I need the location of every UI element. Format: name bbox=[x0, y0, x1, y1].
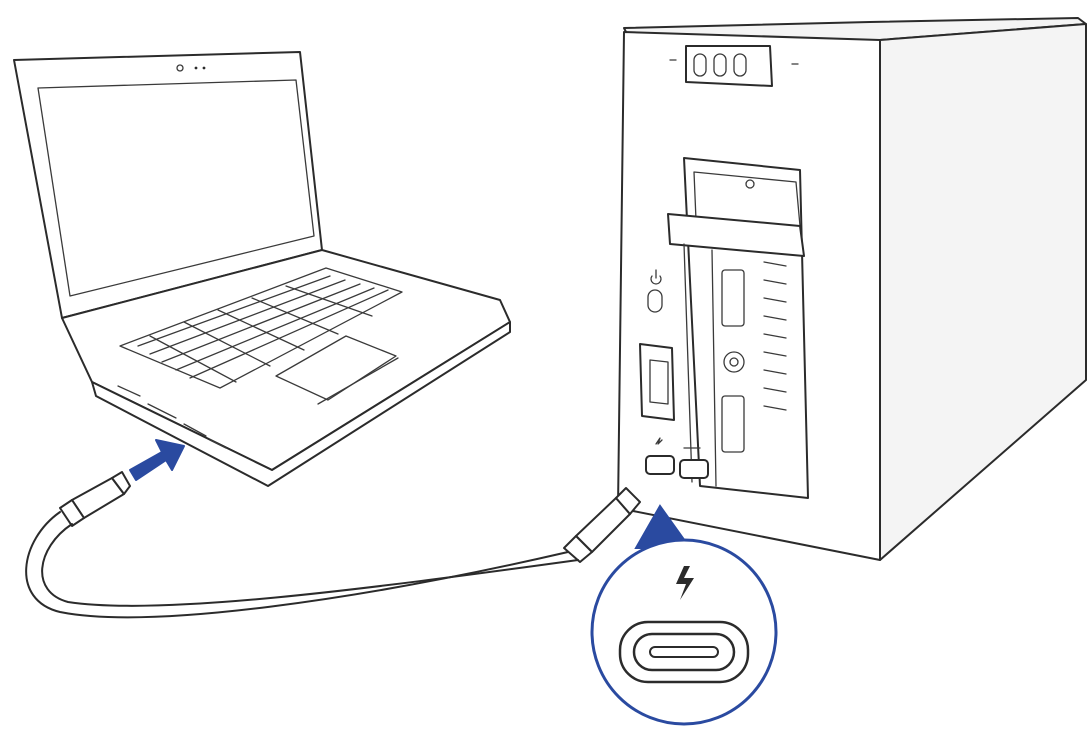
thunderbolt-port-icon bbox=[618, 620, 750, 684]
desktop-tower-icon bbox=[617, 17, 1087, 561]
keyboard-keys bbox=[137, 275, 389, 383]
power-icon bbox=[650, 269, 662, 285]
lightning-bolt-icon bbox=[676, 566, 694, 600]
vent-grille bbox=[763, 261, 787, 411]
port-callout bbox=[590, 504, 778, 726]
arrow-right-icon bbox=[129, 439, 185, 481]
laptop-icon bbox=[13, 51, 511, 487]
usb-c-cable-icon bbox=[25, 471, 641, 619]
